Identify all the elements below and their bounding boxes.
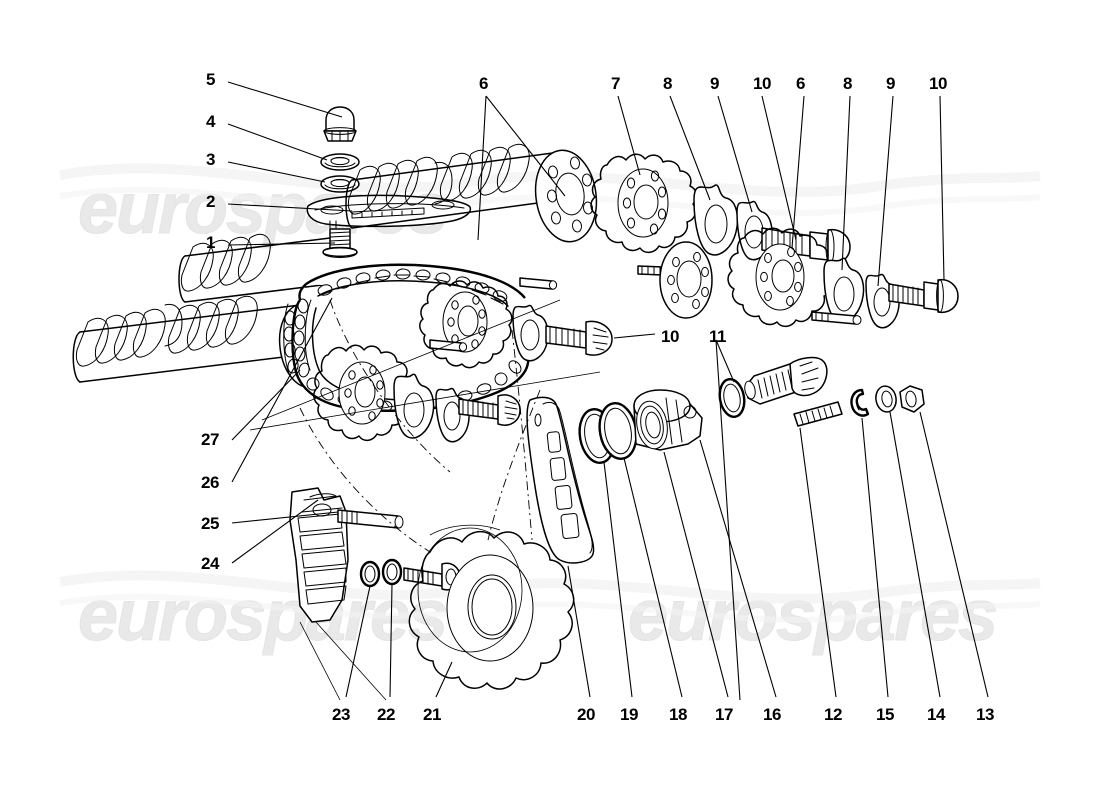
- callout-8-a: 8: [663, 74, 672, 93]
- spacer-ring-part22: [381, 558, 403, 586]
- callout-6-a: 6: [479, 74, 488, 93]
- idler-gear-part21: [408, 530, 575, 690]
- callout-15: 15: [876, 705, 894, 724]
- cam-plate-part8-upper: [693, 184, 739, 256]
- callout-27: 27: [201, 430, 219, 449]
- tensioner-group: [526, 356, 925, 564]
- callout-2: 2: [206, 192, 215, 211]
- callout-20: 20: [577, 705, 595, 724]
- cam-plate-lower: [393, 373, 470, 443]
- bolt-part1: [322, 228, 358, 258]
- construction-lines: [249, 299, 601, 701]
- tensioner-shoe-assembly: [289, 487, 575, 690]
- callout-3: 3: [206, 150, 215, 169]
- callout-5: 5: [206, 70, 215, 89]
- circlip-part15: [850, 388, 870, 417]
- tensioner-body-part16: [633, 389, 703, 451]
- leader-lines: [227, 81, 989, 701]
- watermark-swoosh: [59, 163, 1041, 623]
- phantom-gear-outline: [417, 524, 523, 653]
- lower-left-sprocket-group: [313, 277, 613, 443]
- guide-bracket-part24: [289, 487, 349, 623]
- camshaft-middle: [178, 234, 331, 303]
- callout-14: 14: [927, 705, 945, 724]
- callout-13: 13: [976, 705, 994, 724]
- callout-10-c: 10: [661, 327, 679, 346]
- stud-right: [811, 311, 862, 325]
- callout-24: 24: [201, 554, 219, 573]
- washer-part14: [875, 385, 897, 413]
- stud-part12: [793, 401, 843, 427]
- callout-22: 22: [377, 705, 395, 724]
- shoulder-bolt-part10-right: [888, 278, 959, 314]
- sprocket-part7: [590, 153, 698, 254]
- callout-23: 23: [332, 705, 350, 724]
- chain-guide-rail-part20: [526, 396, 595, 564]
- second-sprocket-group: [659, 227, 959, 329]
- callout-25: 25: [201, 514, 219, 533]
- callout-19: 19: [620, 705, 638, 724]
- callout-17: 17: [715, 705, 733, 724]
- shoulder-bolt-part10c: [512, 304, 613, 362]
- callout-26: 26: [201, 473, 219, 492]
- cap-nut-part5: [323, 106, 357, 142]
- tensioner-shoe-part23: [359, 560, 381, 588]
- sprocket-right: [727, 227, 835, 328]
- callout-21: 21: [423, 705, 441, 724]
- callout-18: 18: [669, 705, 687, 724]
- cam-plate-part8-right: [823, 257, 865, 323]
- callout-9-a: 9: [710, 74, 719, 93]
- callout-6-b: 6: [796, 74, 805, 93]
- o-ring-part18: [598, 402, 638, 460]
- callout-4: 4: [206, 112, 215, 131]
- callout-10-b: 10: [929, 74, 947, 93]
- nut-part13: [899, 385, 925, 413]
- camshaft-upper: [345, 144, 598, 243]
- callout-16: 16: [763, 705, 781, 724]
- callout-11: 11: [709, 327, 726, 346]
- callout-8-b: 8: [843, 74, 852, 93]
- washer-part4: [320, 153, 360, 171]
- guide-pin-part25: [337, 509, 404, 529]
- callout-7: 7: [611, 74, 620, 93]
- callout-10-a: 10: [753, 74, 771, 93]
- stud-field-1: [519, 277, 558, 290]
- camshaft-flange-right: [659, 241, 713, 319]
- washer-part3: [320, 175, 360, 193]
- callout-1: 1: [206, 233, 215, 252]
- o-ring-part11: [718, 377, 746, 419]
- bolt-lower-left: [458, 394, 521, 426]
- tensioner-plunger-part17: [744, 356, 828, 405]
- chain-sprocket-b: [313, 344, 414, 442]
- callout-9-b: 9: [886, 74, 895, 93]
- callout-12: 12: [824, 705, 842, 724]
- chain-sprocket-a: [419, 280, 513, 369]
